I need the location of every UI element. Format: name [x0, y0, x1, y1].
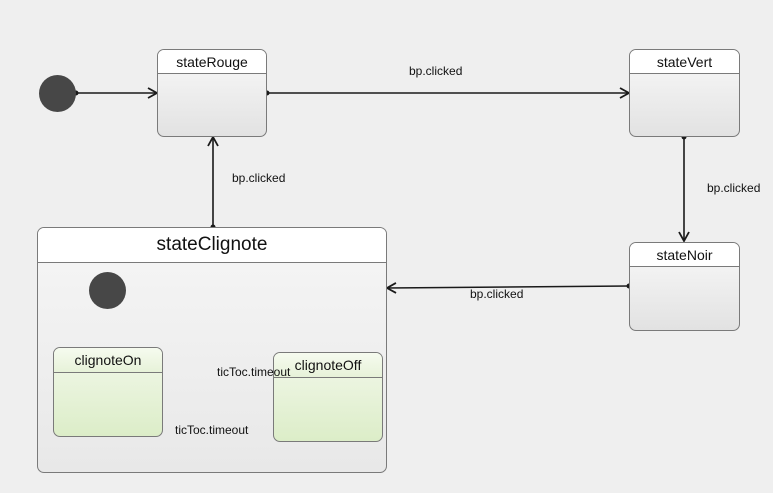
label-off-to-on: ticToc.timeout	[175, 423, 249, 437]
label-on-to-off: ticToc.timeout	[217, 365, 291, 379]
state-noir-title: stateNoir	[630, 243, 739, 267]
label-clignote-to-rouge: bp.clicked	[232, 171, 286, 185]
edge-clignote-to-rouge	[207, 135, 219, 230]
edge-rouge-to-vert	[264, 87, 631, 99]
label-vert-to-noir: bp.clicked	[707, 181, 761, 195]
state-vert-title: stateVert	[630, 50, 739, 74]
label-rouge-to-vert: bp.clicked	[409, 64, 463, 78]
edge-vert-to-noir	[678, 134, 690, 243]
initial-node[interactable]	[39, 75, 76, 112]
state-clignote-on[interactable]: clignoteOn	[53, 347, 163, 437]
state-rouge-title: stateRouge	[158, 50, 266, 74]
edge-initial-to-rouge	[73, 87, 159, 99]
state-clignote-title: stateClignote	[38, 228, 386, 263]
inner-initial-node[interactable]	[89, 272, 126, 309]
state-noir[interactable]: stateNoir	[629, 242, 740, 331]
label-noir-to-clignote: bp.clicked	[470, 287, 524, 301]
state-clignote-off-title: clignoteOff	[274, 353, 382, 378]
state-rouge[interactable]: stateRouge	[157, 49, 267, 137]
state-clignote-on-title: clignoteOn	[54, 348, 162, 373]
state-vert[interactable]: stateVert	[629, 49, 740, 137]
state-clignote-off[interactable]: clignoteOff	[273, 352, 383, 442]
